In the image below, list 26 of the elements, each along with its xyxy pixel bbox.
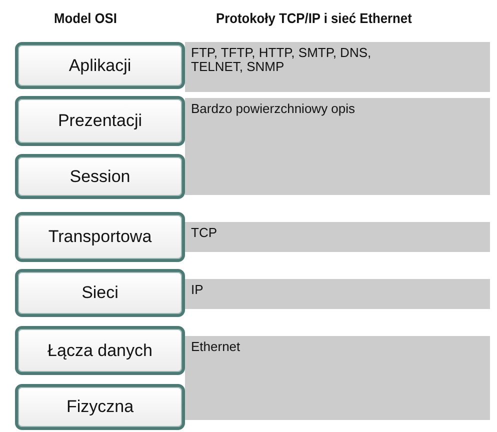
protocol-text: FTP, TFTP, HTTP, SMTP, DNS, TELNET, SNMP: [191, 46, 372, 75]
protocol-text: Bardzo powierzchniowy opis: [191, 102, 356, 116]
layer-name: Session: [70, 166, 130, 186]
protocol-band: [185, 336, 490, 420]
layer-box: [15, 42, 185, 89]
protocol-text: IP: [191, 283, 204, 298]
layer-box: [15, 269, 185, 317]
protocol-band: [185, 42, 490, 92]
layer-box: [15, 326, 185, 375]
protocol-band: [185, 98, 490, 195]
protocol-text: Ethernet: [191, 340, 242, 354]
layer-name: Transportowa: [48, 227, 152, 247]
layer-name: Aplikacji: [68, 56, 132, 76]
protocol-band: [185, 279, 490, 309]
column-heading: Protokoły TCP/IP i sieć Ethernet: [216, 10, 412, 26]
layer-box: [15, 384, 185, 430]
layer-name: Sieci: [82, 283, 118, 303]
protocol-text: TCP: [191, 226, 218, 240]
layer-name: Łącza danych: [48, 340, 152, 360]
layer-name: Fizyczna: [66, 397, 134, 417]
layer-box: [15, 96, 185, 146]
column-heading: Model OSI: [54, 10, 117, 26]
layer-name: Prezentacji: [58, 111, 142, 131]
layer-box: [15, 154, 185, 199]
layer-box: [15, 212, 185, 262]
protocol-band: [185, 222, 490, 252]
